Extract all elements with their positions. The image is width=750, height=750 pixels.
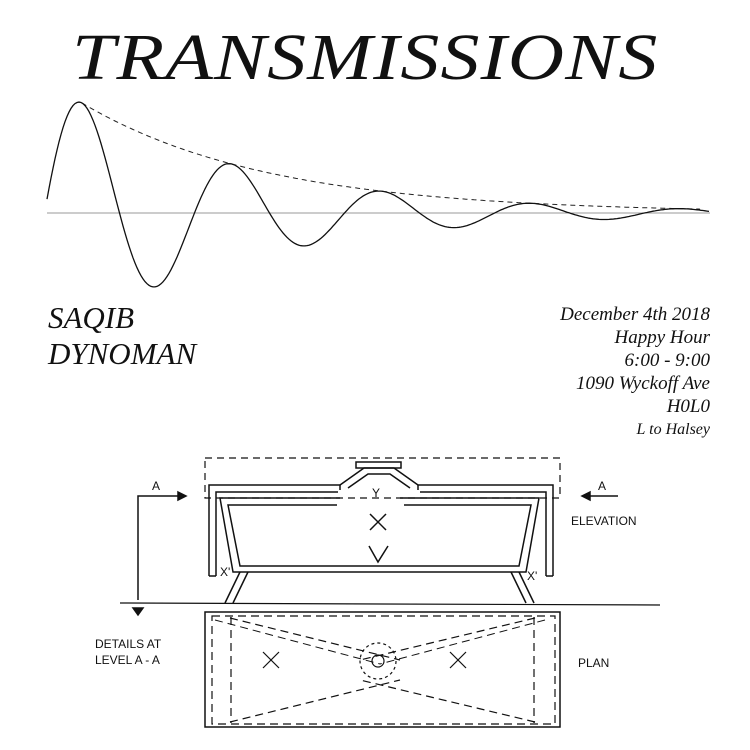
wave-envelope bbox=[81, 102, 701, 210]
event-name: Happy Hour bbox=[614, 327, 710, 348]
details-label-line2: LEVEL A - A bbox=[95, 653, 160, 667]
event-transit: L to Halsey bbox=[636, 421, 710, 438]
wave-curve bbox=[46, 101, 710, 288]
event-date: December 4th 2018 bbox=[560, 304, 710, 325]
elevation-label: ELEVATION bbox=[571, 514, 637, 528]
mark-y: Y bbox=[372, 486, 380, 500]
artist-name: DYNOMAN bbox=[48, 336, 197, 371]
artist-list: SAQIB DYNOMAN bbox=[48, 300, 196, 372]
poster-title: TRANSMISSIONS bbox=[72, 21, 659, 94]
section-marker-left: A bbox=[152, 479, 160, 493]
event-venue: H0L0 bbox=[666, 396, 710, 417]
event-info: December 4th 2018 Happy Hour 6:00 - 9:00… bbox=[560, 303, 710, 441]
event-time: 6:00 - 9:00 bbox=[624, 350, 710, 371]
plan-label: PLAN bbox=[578, 656, 609, 670]
artist-name: SAQIB bbox=[48, 300, 135, 335]
mark-x-prime-left: X' bbox=[220, 565, 230, 579]
technical-drawing bbox=[119, 457, 661, 728]
mark-x-prime-right: X' bbox=[527, 569, 537, 583]
event-address: 1090 Wyckoff Ave bbox=[575, 373, 710, 394]
section-marker-right: A bbox=[598, 479, 606, 493]
details-label-line1: DETAILS AT bbox=[95, 637, 162, 651]
